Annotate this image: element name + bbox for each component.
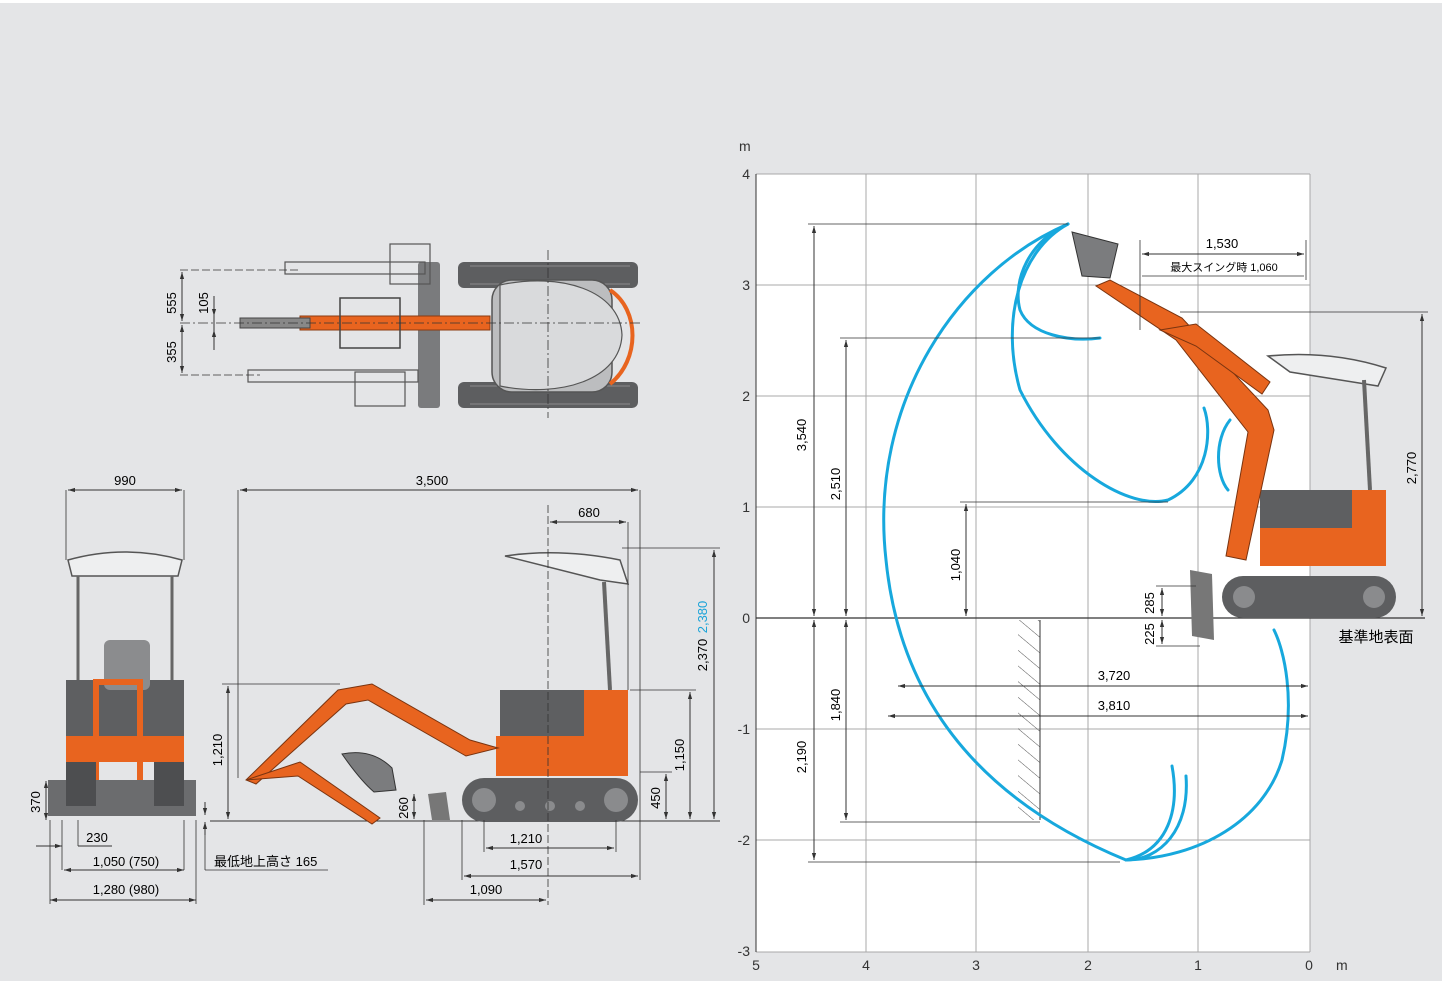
dim-285: 285 <box>1142 592 1157 614</box>
dim-225: 225 <box>1142 623 1157 645</box>
dim-1150: 1,150 <box>672 739 687 772</box>
top-offset-ghosts <box>247 243 431 407</box>
x-axis-ticks: 5 4 3 2 1 0 <box>752 957 1313 973</box>
front-orange-band <box>66 736 184 762</box>
x-tick-0: 0 <box>1305 957 1313 973</box>
dim-2190: 2,190 <box>794 741 809 774</box>
side-view: 3,500 680 1,210 260 1,210 1,570 1,090 45… <box>210 473 720 905</box>
side-track <box>462 778 638 822</box>
side-canopy-roof <box>504 552 630 585</box>
x-tick-5: 5 <box>752 957 760 973</box>
dim-680: 680 <box>578 505 600 520</box>
dim-1530: 1,530 <box>1206 236 1239 251</box>
top-counterweight <box>608 288 635 386</box>
working-range-diagram: 4 3 2 1 0 -1 -2 -3 m 5 4 3 2 1 0 m <box>738 138 1428 973</box>
side-bucket <box>341 752 397 793</box>
top-border <box>0 0 1442 3</box>
dim-450: 450 <box>648 787 663 809</box>
dim-105: 105 <box>196 292 211 314</box>
ground-clearance-label: 最低地上高さ 165 <box>214 854 317 869</box>
dim-3720: 3,720 <box>1098 668 1131 683</box>
dim-2370: 2,370 <box>695 639 710 672</box>
envelope-mid-loop <box>1010 222 1210 503</box>
range-grid-background <box>756 174 1310 952</box>
y-tick-neg3: -3 <box>738 943 751 959</box>
dim-3810: 3,810 <box>1098 698 1131 713</box>
dim-1210-height: 1,210 <box>210 734 225 767</box>
envelope-lower-loop-1 <box>1124 774 1188 862</box>
y-axis-ticks: 4 3 2 1 0 -1 -2 -3 <box>738 166 751 959</box>
dim-260: 260 <box>396 797 411 819</box>
top-blade <box>418 262 440 408</box>
dim-2380: 2,380 <box>695 601 710 634</box>
front-view: 990 370 230 1,050 (750) 1,280 (980) 最低地上… <box>28 473 328 904</box>
y-tick-neg2: -2 <box>738 832 751 848</box>
dim-990: 990 <box>114 473 136 488</box>
dim-2770: 2,770 <box>1404 452 1419 485</box>
range-arm <box>1158 323 1271 395</box>
dim-3500: 3,500 <box>416 473 449 488</box>
front-seat <box>104 640 150 690</box>
dim-355: 355 <box>164 341 179 363</box>
y-tick-3: 3 <box>742 277 750 293</box>
x-tick-1: 1 <box>1194 957 1202 973</box>
y-unit: m <box>739 138 751 154</box>
digging-envelope <box>882 222 1290 862</box>
x-tick-4: 4 <box>862 957 870 973</box>
ground-reference-label: 基準地表面 <box>1338 629 1413 646</box>
dim-3540: 3,540 <box>794 419 809 452</box>
range-track <box>1222 576 1396 618</box>
trench-wall-hatch <box>1018 620 1040 820</box>
side-boom <box>245 683 500 785</box>
dim-1280: 1,280 (980) <box>93 882 160 897</box>
side-blade <box>428 792 450 820</box>
y-tick-2: 2 <box>742 388 750 404</box>
range-blade <box>1190 570 1214 640</box>
range-excavator <box>1071 231 1396 640</box>
x-tick-3: 3 <box>972 957 980 973</box>
dim-1040: 1,040 <box>948 549 963 582</box>
range-canopy <box>1265 353 1388 387</box>
y-tick-neg1: -1 <box>738 721 751 737</box>
y-tick-1: 1 <box>742 499 750 515</box>
envelope-lower-loop-2 <box>1124 764 1176 862</box>
max-swing-note: 最大スイング時 1,060 <box>1170 260 1278 274</box>
dim-1570: 1,570 <box>510 857 543 872</box>
envelope-inner-loop <box>1217 418 1232 492</box>
top-view: 555 105 355 <box>164 243 640 418</box>
y-tick-4: 4 <box>742 166 750 182</box>
y-tick-0: 0 <box>742 610 750 626</box>
front-canopy-roof <box>67 551 183 577</box>
side-arm <box>245 761 381 825</box>
range-bucket <box>1071 231 1119 279</box>
dim-1840: 1,840 <box>828 689 843 722</box>
dim-2510: 2,510 <box>828 468 843 501</box>
dim-1210-tumbler: 1,210 <box>510 831 543 846</box>
top-canopy <box>499 280 623 391</box>
dim-230: 230 <box>86 830 108 845</box>
dim-1090: 1,090 <box>470 882 503 897</box>
dim-555: 555 <box>164 292 179 314</box>
dim-1050: 1,050 (750) <box>93 854 160 869</box>
dim-370: 370 <box>28 791 43 813</box>
x-unit: m <box>1336 957 1348 973</box>
x-tick-2: 2 <box>1084 957 1092 973</box>
envelope-max-reach <box>882 222 1290 862</box>
